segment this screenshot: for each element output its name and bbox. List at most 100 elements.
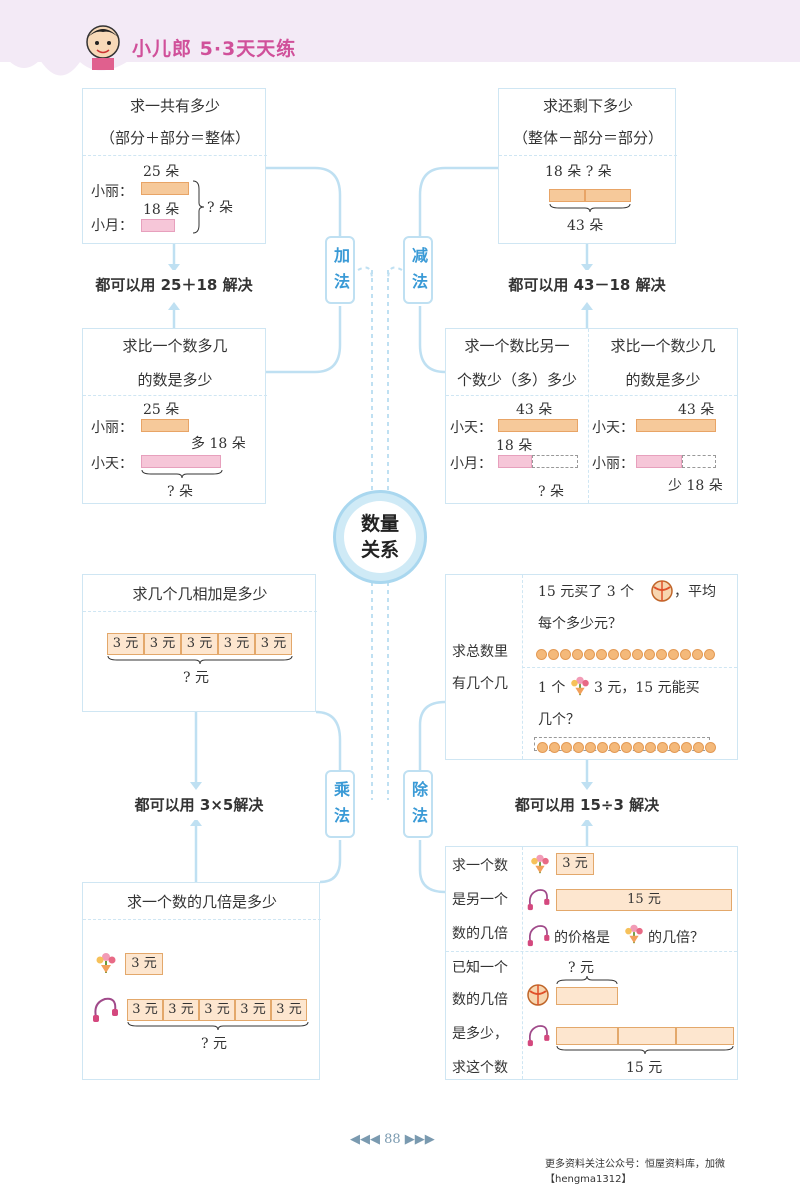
- price-cell: 3 元: [107, 633, 144, 655]
- divider: [83, 919, 321, 920]
- header-wave: [0, 40, 260, 76]
- add-box1-title: 求一共有多少: [129, 97, 220, 115]
- brace-icon: [141, 469, 223, 479]
- watermark: 更多资料关注公众号：恒屋资料库，加微【hengma1312】: [545, 1159, 725, 1185]
- coin-icon: [608, 649, 619, 660]
- coin-group-row: [534, 737, 716, 753]
- price-cell: 3 元: [127, 999, 163, 1021]
- price-cell: 3 元: [199, 999, 235, 1021]
- price-cell: 3 元: [235, 999, 271, 1021]
- coin-icon: [681, 742, 692, 753]
- bar-xiaoyue: [498, 455, 532, 468]
- div-box2-side1: 求一个数: [452, 858, 508, 874]
- brace-icon: [556, 1045, 734, 1055]
- coin-icon: [536, 649, 547, 660]
- sub-box3-xiaotian: 小天：: [592, 420, 634, 436]
- center-line-2: 关系: [360, 539, 399, 561]
- sub-box2-title2: 个数少（多）多少: [456, 371, 577, 389]
- div-box1-q2c: 几个？: [538, 712, 580, 728]
- mul-box2-title: 求一个数的几倍是多少: [126, 893, 277, 911]
- add-box2-q: ? 朵: [167, 484, 193, 500]
- brace-icon: [549, 203, 631, 213]
- div-box1-q2b: 3 元，15 元能买: [594, 680, 700, 696]
- coin-icon: [573, 742, 584, 753]
- sub-box3-title2: 的数是多少: [625, 371, 701, 389]
- coin-icon: [537, 742, 548, 753]
- brand-title: 小儿郎 5·3天天练: [132, 38, 297, 60]
- mul-box2-q: ? 元: [201, 1036, 227, 1052]
- bar-part: [549, 189, 585, 202]
- sub-box3-xiaoli: 小丽：: [592, 456, 634, 472]
- div-box-share: 求总数里 有几个几 15 元买了 3 个 ，平均 每个多少元？ 1 个 3 元，…: [445, 574, 738, 760]
- divider: [83, 611, 317, 612]
- sub-box2-xiaoyue: 小月：: [450, 456, 492, 472]
- sub-box1-bottom: 43 朵: [567, 218, 604, 234]
- coin-icon: [669, 742, 680, 753]
- brace-icon: [192, 180, 205, 234]
- divider: [522, 847, 523, 1079]
- div-box3-bottom: 15 元: [626, 1060, 663, 1076]
- ball-icon: [527, 984, 549, 1006]
- bar-xiaoli: [636, 455, 682, 468]
- total-bar-part: [556, 1027, 618, 1045]
- add-box1-n25: 25 朵: [143, 164, 180, 180]
- add-box1-xiaoli: 小丽：: [91, 184, 133, 200]
- price-cell-total: 15 元: [556, 889, 732, 911]
- jump-rope-icon: [93, 997, 118, 1022]
- jump-rope-icon: [527, 889, 550, 911]
- coin-icon: [680, 649, 691, 660]
- coin-icon: [704, 649, 715, 660]
- coin-icon: [657, 742, 668, 753]
- sub-box-remain: 求还剩下多少 （整体－部分＝部分） 18 朵 ? 朵 43 朵: [498, 88, 677, 244]
- sub-box3-less: 少 18 朵: [668, 478, 723, 494]
- div-box1-side1: 求总数里: [452, 644, 508, 660]
- price-cell: 3 元: [181, 633, 218, 655]
- price-cell: 3 元: [556, 853, 594, 875]
- price-cell: 3 元: [218, 633, 255, 655]
- div-box2-side2: 是另一个: [452, 892, 508, 908]
- coin-icon: [548, 649, 559, 660]
- div-box3-side4: 求这个数: [452, 1060, 508, 1076]
- jump-rope-icon: [527, 1025, 550, 1047]
- mascot-icon: [86, 25, 120, 70]
- divider: [446, 395, 737, 396]
- div-box2-side3: 数的几倍: [452, 926, 508, 942]
- bar-diff: [532, 455, 578, 468]
- div-result: 都可以用 15÷3 解决: [498, 790, 676, 820]
- div-box3-side2: 数的几倍: [452, 992, 508, 1008]
- brace-icon: [556, 975, 618, 985]
- coin-icon: [668, 649, 679, 660]
- div-box-times: 求一个数 是另一个 数的几倍 3 元 15 元 的价格是 的几倍？ 已知一个 数…: [445, 846, 738, 1080]
- coin-icon: [620, 649, 631, 660]
- divider: [83, 395, 267, 396]
- sub-box2-n43: 43 朵: [516, 402, 553, 418]
- op-tag-sub: 减法: [403, 236, 433, 304]
- op-tag-div: 除法: [403, 770, 433, 838]
- center-label: 数量 关系: [344, 501, 416, 573]
- coin-icon: [585, 742, 596, 753]
- price-cell: 3 元: [163, 999, 199, 1021]
- div-box3-side3: 是多少，: [452, 1026, 508, 1042]
- add-box-total: 求一共有多少 （部分＋部分＝整体） 25 朵 小丽： 18 朵 小月： ? 朵: [82, 88, 267, 244]
- brace-icon: [127, 1021, 309, 1031]
- add-result: 都可以用 25＋18 解决: [82, 270, 266, 300]
- bar-xiaoli: [141, 182, 189, 195]
- mul-box1-q: ? 元: [183, 670, 209, 686]
- flower-bouquet-icon: [96, 953, 116, 973]
- sub-box-compare: 求一个数比另一 个数少（多）多少 43 朵 小天： 18 朵 小月： ? 朵 求…: [445, 328, 738, 504]
- divider: [588, 329, 589, 503]
- divider: [522, 667, 737, 668]
- flower-bouquet-icon: [531, 854, 549, 874]
- bar-xiaotian: [636, 419, 716, 432]
- price-cell: 3 元: [255, 633, 292, 655]
- coin-icon: [633, 742, 644, 753]
- add-box1-n18: 18 朵: [143, 202, 180, 218]
- coin-icon: [632, 649, 643, 660]
- coin-icon: [561, 742, 572, 753]
- bar-diff: [682, 455, 716, 468]
- add-box2-xiaoli: 小丽：: [91, 420, 133, 436]
- add-box1-subtitle: （部分＋部分＝整体）: [99, 129, 250, 147]
- unknown-bar: [556, 987, 618, 1005]
- total-bar-part: [676, 1027, 734, 1045]
- add-box-more: 求比一个数多几 的数是多少 25 朵 小丽： 多 18 朵 小天： ? 朵: [82, 328, 267, 504]
